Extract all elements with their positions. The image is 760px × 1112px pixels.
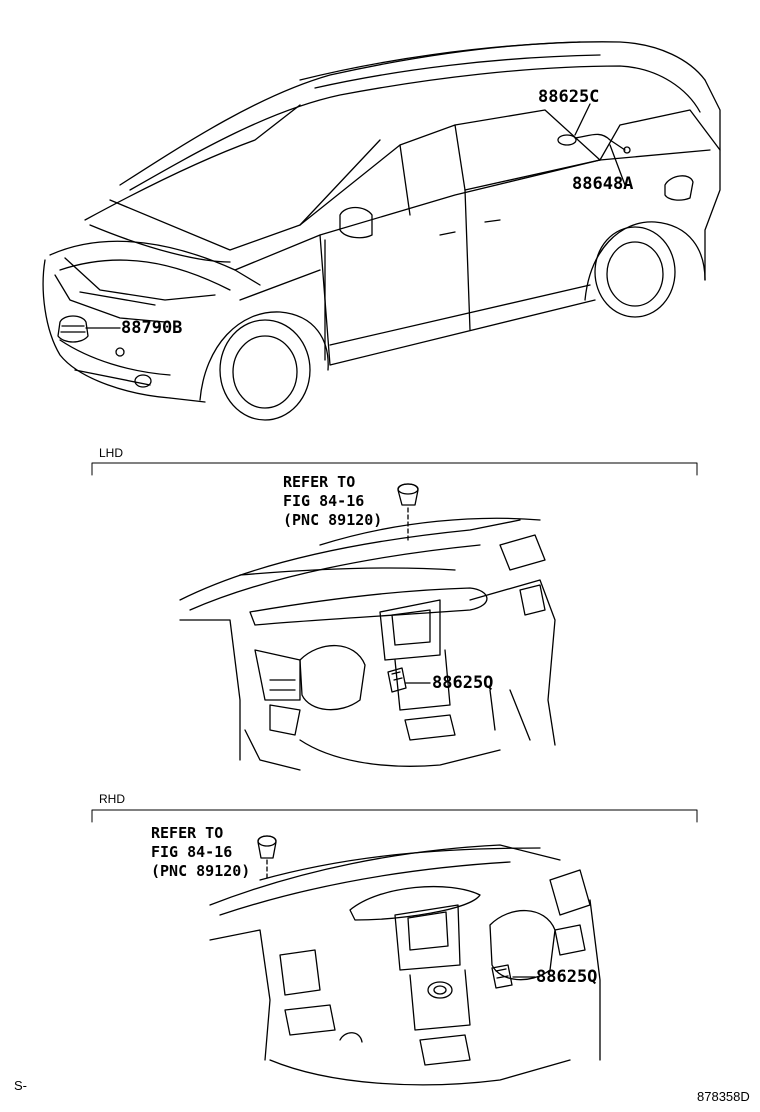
rhd-refer-line-2: FIG 84-16: [151, 843, 233, 861]
lhd-refer-line-3: (PNC 89120): [283, 511, 383, 529]
footer-left-mark: S-: [14, 1078, 27, 1093]
rhd-refer-line-1: REFER TO: [151, 824, 224, 842]
section-label-rhd: RHD: [99, 792, 125, 806]
lhd-section-frame: [91, 462, 698, 476]
part-label-88648a[interactable]: 88648A: [572, 174, 634, 194]
part-label-88625c[interactable]: 88625C: [538, 87, 600, 107]
lhd-refer-line-1: REFER TO: [283, 473, 356, 491]
rhd-refer-line-3: (PNC 89120): [151, 862, 251, 880]
lhd-refer-line-2: FIG 84-16: [283, 492, 365, 510]
diagram-code: 878358D: [697, 1089, 750, 1104]
section-label-lhd: LHD: [99, 446, 124, 460]
part-label-88625q-rhd[interactable]: 88625Q: [536, 967, 598, 987]
rhd-dashboard-illustration: [209, 835, 601, 1086]
part-label-88625q-lhd[interactable]: 88625Q: [432, 673, 494, 693]
lhd-dashboard-illustration: [179, 483, 556, 771]
leader-lines: [85, 103, 626, 978]
vehicle-illustration: [42, 41, 721, 421]
part-label-88790b[interactable]: 88790B: [121, 318, 183, 338]
rhd-section-frame: [91, 809, 698, 823]
